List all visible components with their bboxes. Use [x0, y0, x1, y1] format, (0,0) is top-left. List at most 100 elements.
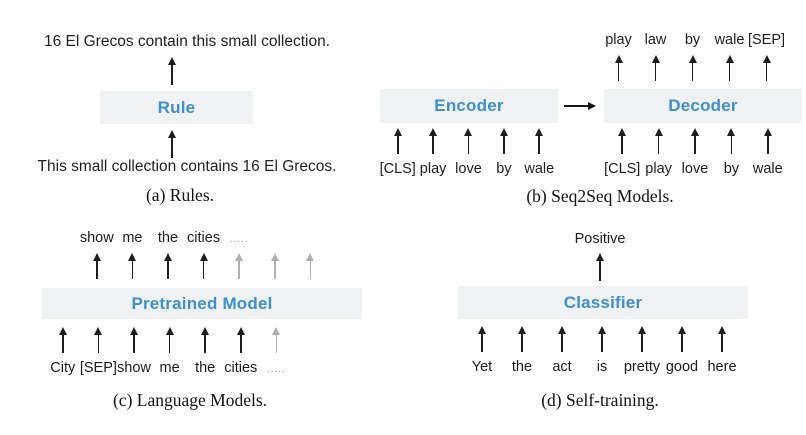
token-label: me [122, 230, 143, 246]
token-column: play [600, 31, 637, 81]
token-label: play [419, 161, 447, 177]
caption-seq2seq: (b) Seq2Seq Models. [526, 186, 674, 206]
up-arrow-icon [614, 55, 624, 81]
token-label: good [665, 359, 699, 375]
token-column [257, 229, 293, 279]
up-arrow-icon [637, 326, 647, 352]
up-arrow-icon [677, 326, 687, 352]
token-column: the [502, 326, 542, 376]
up-arrow-icon [557, 326, 567, 352]
token-column: pretty [622, 326, 662, 376]
rule-input-sentence: This small collection contains 16 El Gre… [37, 158, 337, 175]
up-arrow-icon [58, 327, 68, 353]
token-column: Yet [462, 326, 502, 376]
up-arrow-icon [763, 128, 773, 154]
token-column: [CLS] [604, 128, 640, 178]
token-label: love [681, 161, 709, 177]
decoder-box-label: Decoder [668, 96, 738, 115]
token-column: by [486, 128, 521, 178]
encoder-box-label: Encoder [434, 96, 504, 115]
up-arrow-icon [477, 326, 487, 352]
up-arrow-icon [517, 326, 527, 352]
token-label: play [645, 161, 672, 177]
caption-language-models: (c) Language Models. [112, 390, 268, 410]
classifier-box-label: Classifier [563, 292, 643, 312]
token-label: Yet [471, 359, 493, 375]
up-arrow-icon [597, 326, 607, 352]
token-label: love [455, 161, 482, 177]
token-column: wale [522, 128, 557, 178]
token-column: me [115, 229, 151, 279]
token-label: the [157, 230, 179, 246]
up-arrow-icon [688, 55, 698, 81]
up-arrow-icon [717, 326, 727, 352]
token-column: the [150, 229, 186, 279]
token-label: the [511, 359, 533, 375]
token-label: act [552, 359, 572, 375]
up-arrow-icon [726, 128, 736, 154]
token-label: wale [752, 161, 783, 177]
token-label: is [596, 359, 608, 375]
up-arrow-icon [127, 253, 137, 279]
token-label: show [79, 230, 114, 246]
up-arrow-icon [393, 128, 403, 154]
pretrained-model-box-label: Pretrained Model [131, 293, 273, 313]
up-arrow-icon [305, 253, 315, 279]
up-arrow-icon [499, 128, 509, 154]
token-label: pretty [623, 359, 661, 375]
up-arrow-icon [534, 128, 544, 154]
up-arrow-icon [165, 327, 175, 353]
token-label: the [195, 360, 216, 376]
token-label: [SEP] [79, 360, 117, 376]
caption-rules: (a) Rules. [145, 185, 215, 205]
token-label: me [159, 360, 180, 376]
rule-box-label: Rule [157, 97, 196, 117]
token-label: play [605, 32, 632, 48]
up-arrow-icon [163, 253, 173, 279]
token-column: play [640, 128, 676, 178]
token-label: by [684, 32, 701, 48]
token-column: wale [711, 31, 748, 81]
token-label: [CLS] [379, 161, 416, 177]
token-label: [SEP] [747, 32, 786, 48]
classifier-output-label: Positive [574, 231, 626, 247]
token-column: love [677, 128, 713, 178]
token-column: [CLS] [379, 128, 416, 178]
up-arrow-icon [651, 55, 661, 81]
classifier-box: Classifier [458, 286, 748, 319]
token-column: play [415, 128, 450, 178]
encoder-box: Encoder [380, 89, 558, 123]
token-label: wale [714, 32, 745, 48]
token-column: love [451, 128, 486, 178]
up-arrow-icon [428, 128, 438, 154]
token-column: cities [186, 229, 222, 279]
token-column: me [152, 327, 188, 377]
token-label: [CLS] [604, 161, 641, 177]
up-arrow-icon [762, 55, 772, 81]
token-column: by [713, 128, 749, 178]
up-arrow-icon [167, 57, 177, 85]
token-column: act [542, 326, 582, 376]
up-arrow-icon [234, 253, 244, 279]
token-label: law [644, 32, 667, 48]
up-arrow-icon [270, 253, 280, 279]
right-arrow-icon [564, 101, 596, 111]
token-column: show [79, 229, 115, 279]
token-column [293, 229, 329, 279]
up-arrow-icon [129, 327, 139, 353]
token-label: cities [187, 230, 221, 246]
token-column: [SEP] [748, 31, 785, 81]
rule-box: Rule [100, 91, 253, 124]
token-column: is [582, 326, 622, 376]
caption-self-training: (d) Self-training. [541, 390, 659, 410]
up-arrow-icon [617, 128, 627, 154]
token-column: show [116, 327, 152, 377]
up-arrow-icon [92, 253, 102, 279]
